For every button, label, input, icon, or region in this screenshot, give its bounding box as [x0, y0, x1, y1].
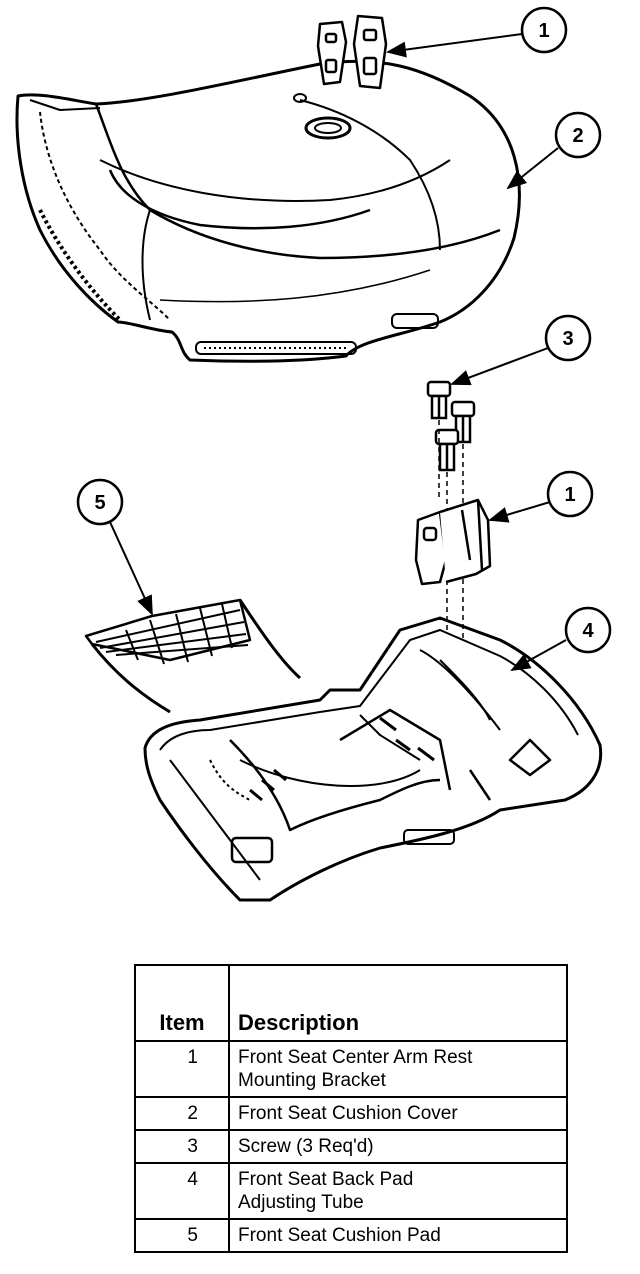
item-number: 3 — [134, 1129, 230, 1164]
item-number: 1 — [134, 1040, 230, 1098]
item-number: 5 — [134, 1218, 230, 1253]
item-number: 4 — [134, 1162, 230, 1220]
item-description: Front Seat Cushion Cover — [228, 1096, 568, 1131]
item-description: Front Seat Back Pad Adjusting Tube — [228, 1162, 568, 1220]
callout-2: 2 — [554, 111, 602, 159]
svg-text:2: 2 — [572, 125, 583, 147]
item-description: Front Seat Center Arm Rest Mounting Brac… — [228, 1040, 568, 1098]
description-column-header: Description — [228, 964, 568, 1042]
table-row: 1 Front Seat Center Arm Rest Mounting Br… — [134, 1040, 568, 1098]
seat-frame — [143, 616, 603, 902]
callout-1-top: 1 — [520, 6, 568, 54]
table-row: 3 Screw (3 Req'd) — [134, 1129, 568, 1164]
callout-4: 4 — [564, 606, 612, 654]
item-number: 2 — [134, 1096, 230, 1131]
svg-text:3: 3 — [562, 328, 573, 350]
callout-3: 3 — [544, 314, 592, 362]
screw-alignment-lines — [438, 420, 464, 640]
seat-cushion-cover — [15, 59, 521, 363]
arm-rest-bracket-lower — [414, 498, 492, 586]
seat-cushion-pad — [84, 598, 302, 714]
callout-5: 5 — [76, 478, 124, 526]
parts-table-header-row: Item Description — [134, 964, 568, 1042]
parts-table: Item Description 1 Front Seat Center Arm… — [134, 964, 568, 1253]
callout-1-bottom: 1 — [546, 470, 594, 518]
table-row: 4 Front Seat Back Pad Adjusting Tube — [134, 1162, 568, 1220]
screws — [426, 380, 476, 472]
leader-arrows — [109, 33, 567, 671]
svg-text:5: 5 — [94, 492, 105, 514]
table-row: 5 Front Seat Cushion Pad — [134, 1218, 568, 1253]
svg-text:4: 4 — [582, 620, 594, 642]
svg-text:1: 1 — [538, 20, 549, 42]
item-description: Screw (3 Req'd) — [228, 1129, 568, 1164]
table-row: 2 Front Seat Cushion Cover — [134, 1096, 568, 1131]
exploded-parts-diagram: 1 2 3 1 4 5 — [15, 6, 612, 902]
item-description: Front Seat Cushion Pad — [228, 1218, 568, 1253]
item-column-header: Item — [134, 964, 230, 1042]
arm-rest-bracket-upper — [316, 14, 388, 90]
svg-text:1: 1 — [564, 484, 575, 506]
